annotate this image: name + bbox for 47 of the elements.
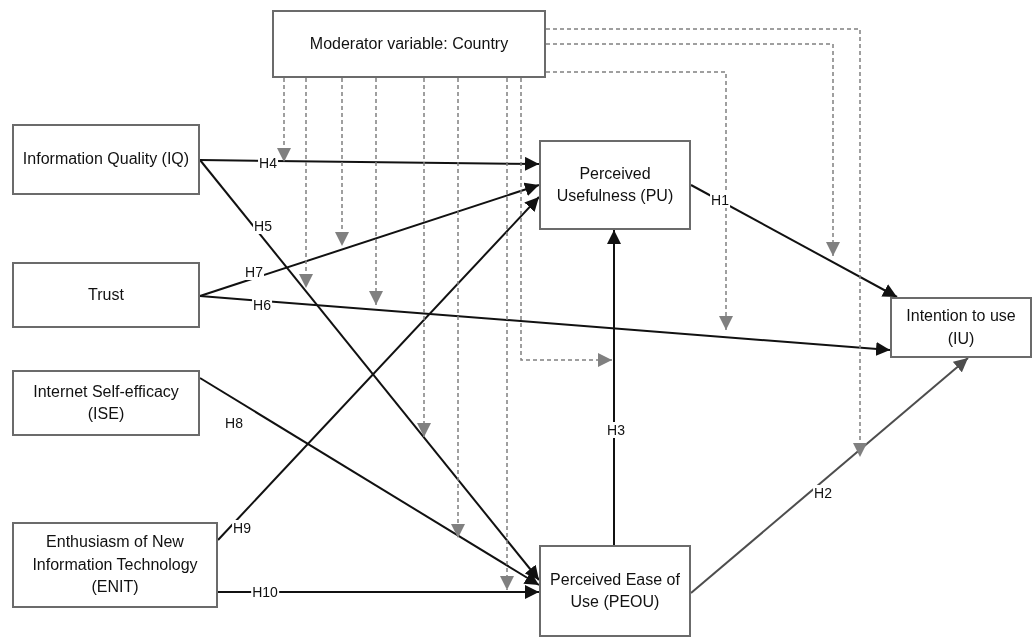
arrow	[690, 357, 969, 594]
construct-box	[12, 262, 200, 328]
moderating-arrow	[299, 77, 313, 289]
moderating-arrow	[277, 77, 291, 163]
arrow	[217, 585, 540, 599]
construct-box	[539, 545, 691, 637]
moderating-arrow	[451, 77, 465, 539]
node-label: Perceived Ease of Use (PEOU)	[549, 569, 681, 612]
edge-label: H2	[813, 485, 833, 501]
construct-box	[12, 522, 218, 608]
edge-label: H6	[252, 297, 272, 313]
moderating-arrow	[545, 71, 733, 331]
node-label: Information Quality (IQ)	[22, 149, 190, 170]
arrow	[199, 377, 540, 586]
arrow	[199, 156, 540, 171]
construct-box	[539, 140, 691, 230]
edge-label: H5	[253, 218, 273, 234]
node-label: Intention to use (IU)	[905, 306, 1017, 349]
construct-box	[12, 124, 200, 195]
moderating-arrow	[545, 43, 840, 257]
moderating-arrow	[417, 77, 431, 438]
arrow	[217, 196, 540, 541]
arrow	[199, 159, 540, 581]
moderating-arrow	[545, 28, 867, 458]
construct-box	[12, 370, 200, 436]
edge-label: H1	[710, 192, 730, 208]
edge-label: H9	[232, 520, 252, 536]
edge-label: H8	[224, 415, 244, 431]
edge-label: H4	[258, 155, 278, 171]
node-label: Enthusiasm of New Information Technology (ENIT)	[31, 532, 199, 598]
construct-box	[890, 297, 1032, 358]
node-label: Moderator variable: Country	[309, 33, 509, 54]
moderating-arrow	[520, 77, 613, 367]
arrow	[199, 182, 540, 297]
arrow	[690, 184, 898, 298]
node-label: Trust	[88, 284, 124, 305]
edge-label: H7	[244, 264, 264, 280]
moderating-arrow	[369, 77, 383, 306]
moderating-arrow	[335, 77, 349, 247]
arrow	[607, 229, 621, 546]
node-label: Internet Self-efficacy (ISE)	[32, 381, 180, 424]
arrow	[199, 295, 891, 356]
edge-label: H10	[251, 584, 279, 600]
moderator-box	[272, 10, 546, 78]
node-label: Perceived Usefulness (PU)	[555, 163, 675, 206]
moderating-arrow	[500, 77, 514, 591]
edge-label: H3	[606, 422, 626, 438]
